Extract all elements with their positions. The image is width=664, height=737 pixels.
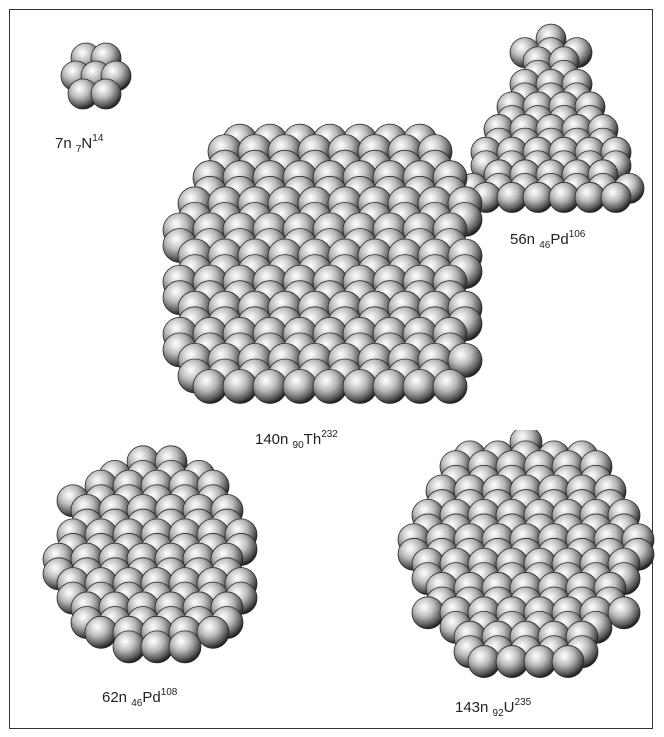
neutron-sphere <box>197 616 229 648</box>
neutron-sphere <box>403 370 437 404</box>
neutron-sphere <box>549 182 579 212</box>
neutron-sphere <box>433 370 467 404</box>
thorium-232-neutron-cluster <box>150 110 500 420</box>
neutron-sphere <box>496 646 528 678</box>
neutron-sphere <box>313 370 347 404</box>
neutron-sphere <box>283 370 317 404</box>
atomic-number: 92 <box>493 708 504 719</box>
neutron-count: 56n <box>510 231 535 248</box>
neutron-sphere <box>253 370 287 404</box>
mass-number: 108 <box>161 687 178 698</box>
neutron-sphere <box>223 370 257 404</box>
neutron-sphere <box>601 182 631 212</box>
label-uranium-235: 143n 92U235 <box>455 698 531 719</box>
neutron-count: 143n <box>455 699 488 716</box>
atomic-number: 46 <box>131 698 142 709</box>
neutron-sphere <box>468 646 500 678</box>
neutron-sphere <box>497 182 527 212</box>
mass-number: 235 <box>515 697 532 708</box>
neutron-sphere <box>608 597 640 629</box>
neutron-sphere <box>575 182 605 212</box>
atomic-number: 46 <box>539 240 550 251</box>
mass-number: 232 <box>321 429 338 440</box>
neutron-sphere <box>412 597 444 629</box>
element-symbol: U <box>504 699 515 716</box>
neutron-sphere <box>113 631 145 663</box>
label-palladium-108: 62n 46Pd108 <box>102 688 177 709</box>
label-thorium-232: 140n 90Th232 <box>255 430 338 451</box>
neutron-sphere <box>193 370 227 404</box>
neutron-count: 62n <box>102 689 127 706</box>
element-symbol: Pd <box>142 689 160 706</box>
neutron-sphere <box>524 646 556 678</box>
mass-number: 106 <box>569 229 586 240</box>
neutron-sphere <box>523 182 553 212</box>
neutron-sphere <box>91 79 121 109</box>
element-symbol: Pd <box>550 231 568 248</box>
atomic-number: 90 <box>293 440 304 451</box>
atomic-number: 7 <box>76 144 82 155</box>
mass-number: 14 <box>92 133 103 144</box>
element-symbol: N <box>81 135 92 152</box>
neutron-sphere <box>85 616 117 648</box>
neutron-sphere <box>373 370 407 404</box>
element-symbol: Th <box>304 431 322 448</box>
neutron-sphere <box>343 370 377 404</box>
neutron-sphere <box>141 631 173 663</box>
label-palladium-106: 56n 46Pd106 <box>510 230 585 251</box>
nitrogen-14-neutron-cluster <box>48 36 148 126</box>
neutron-sphere <box>169 631 201 663</box>
palladium-108-neutron-cluster <box>35 445 275 675</box>
neutron-count: 7n <box>55 135 72 152</box>
neutron-sphere <box>552 646 584 678</box>
neutron-count: 140n <box>255 431 288 448</box>
uranium-235-neutron-cluster <box>395 430 655 685</box>
label-nitrogen-14: 7n 7N14 <box>55 134 103 155</box>
